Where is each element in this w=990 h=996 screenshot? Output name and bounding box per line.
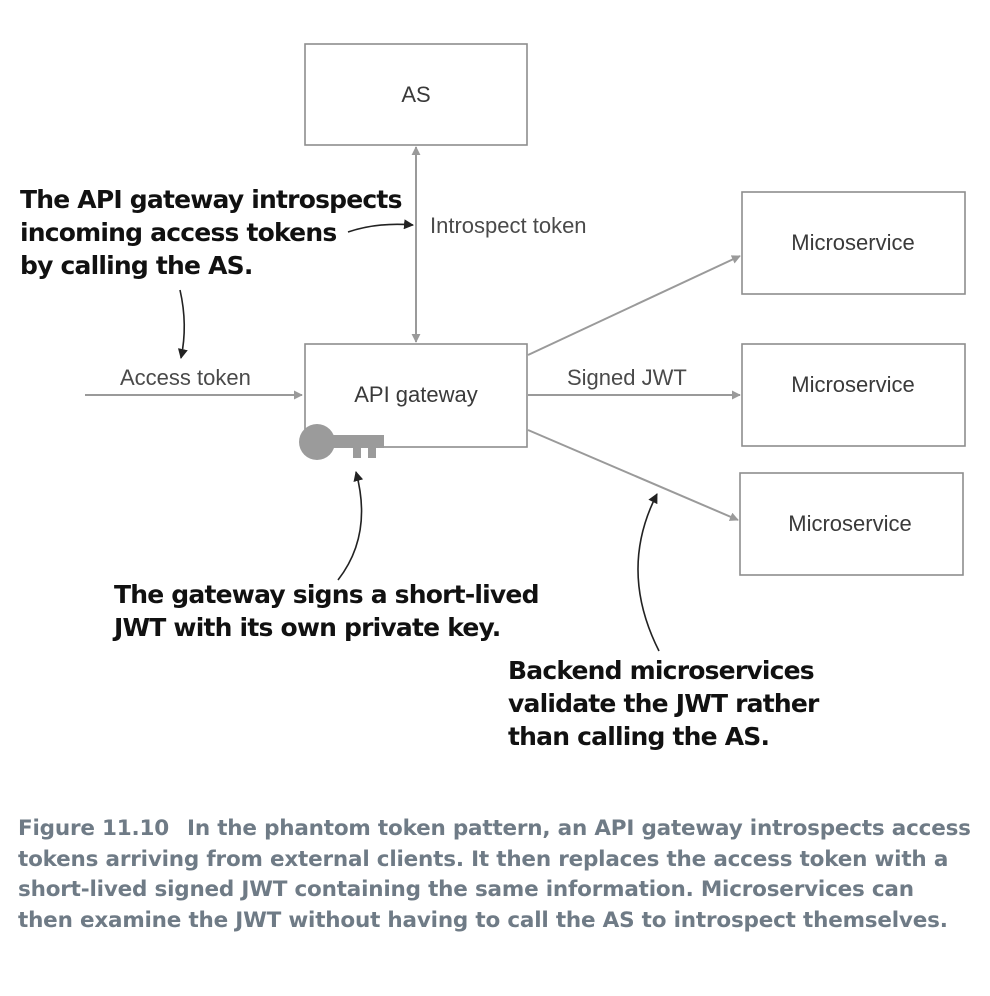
node-api-gateway-label: API gateway: [354, 382, 478, 407]
annotation-sign-line-2: JWT with its own private key.: [114, 613, 501, 642]
edge-label-introspect: Introspect token: [430, 213, 587, 238]
node-as-label: AS: [401, 82, 430, 107]
annotation-sign: The gateway signs a short-lived JWT with…: [114, 578, 539, 644]
callout-arrow-sign: [337, 471, 364, 581]
callout-arrow-introspect: [347, 219, 414, 233]
key-icon: [299, 424, 384, 460]
callout-arrow-validate: [637, 493, 660, 652]
edge-label-access-token: Access token: [120, 365, 251, 390]
annotation-introspect-line-1: The API gateway introspects: [20, 185, 402, 214]
node-microservice-1: Microservice: [741, 191, 966, 295]
annotation-sign-line-1: The gateway signs a short-lived: [114, 580, 539, 609]
annotation-introspect-line-3: by calling the AS.: [20, 251, 253, 280]
node-microservice-3: Microservice: [739, 472, 964, 576]
edge-label-signed-jwt: Signed JWT: [567, 365, 687, 390]
annotation-introspect: The API gateway introspects incoming acc…: [20, 183, 402, 282]
annotation-validate-line-1: Backend microservices: [508, 656, 815, 685]
node-microservice-1-label: Microservice: [791, 230, 914, 255]
node-microservice-3-label: Microservice: [788, 511, 911, 536]
callout-arrow-access: [177, 289, 188, 359]
edge-to-microservice-3: [527, 429, 739, 521]
figure-caption-text: In the phantom token pattern, an API gat…: [18, 816, 971, 933]
edge-to-microservice-1: [527, 255, 741, 356]
annotation-introspect-line-2: incoming access tokens: [20, 218, 337, 247]
annotation-validate-line-2: validate the JWT rather: [508, 689, 819, 718]
node-microservice-2: Microservice: [741, 343, 966, 447]
node-api-gateway: API gateway: [304, 343, 528, 448]
annotation-validate: Backend microservices validate the JWT r…: [508, 654, 819, 753]
annotation-validate-line-3: than calling the AS.: [508, 722, 770, 751]
node-as: AS: [304, 43, 528, 146]
figure-number: Figure 11.10: [18, 816, 170, 841]
node-microservice-2-label: Microservice: [791, 372, 914, 397]
